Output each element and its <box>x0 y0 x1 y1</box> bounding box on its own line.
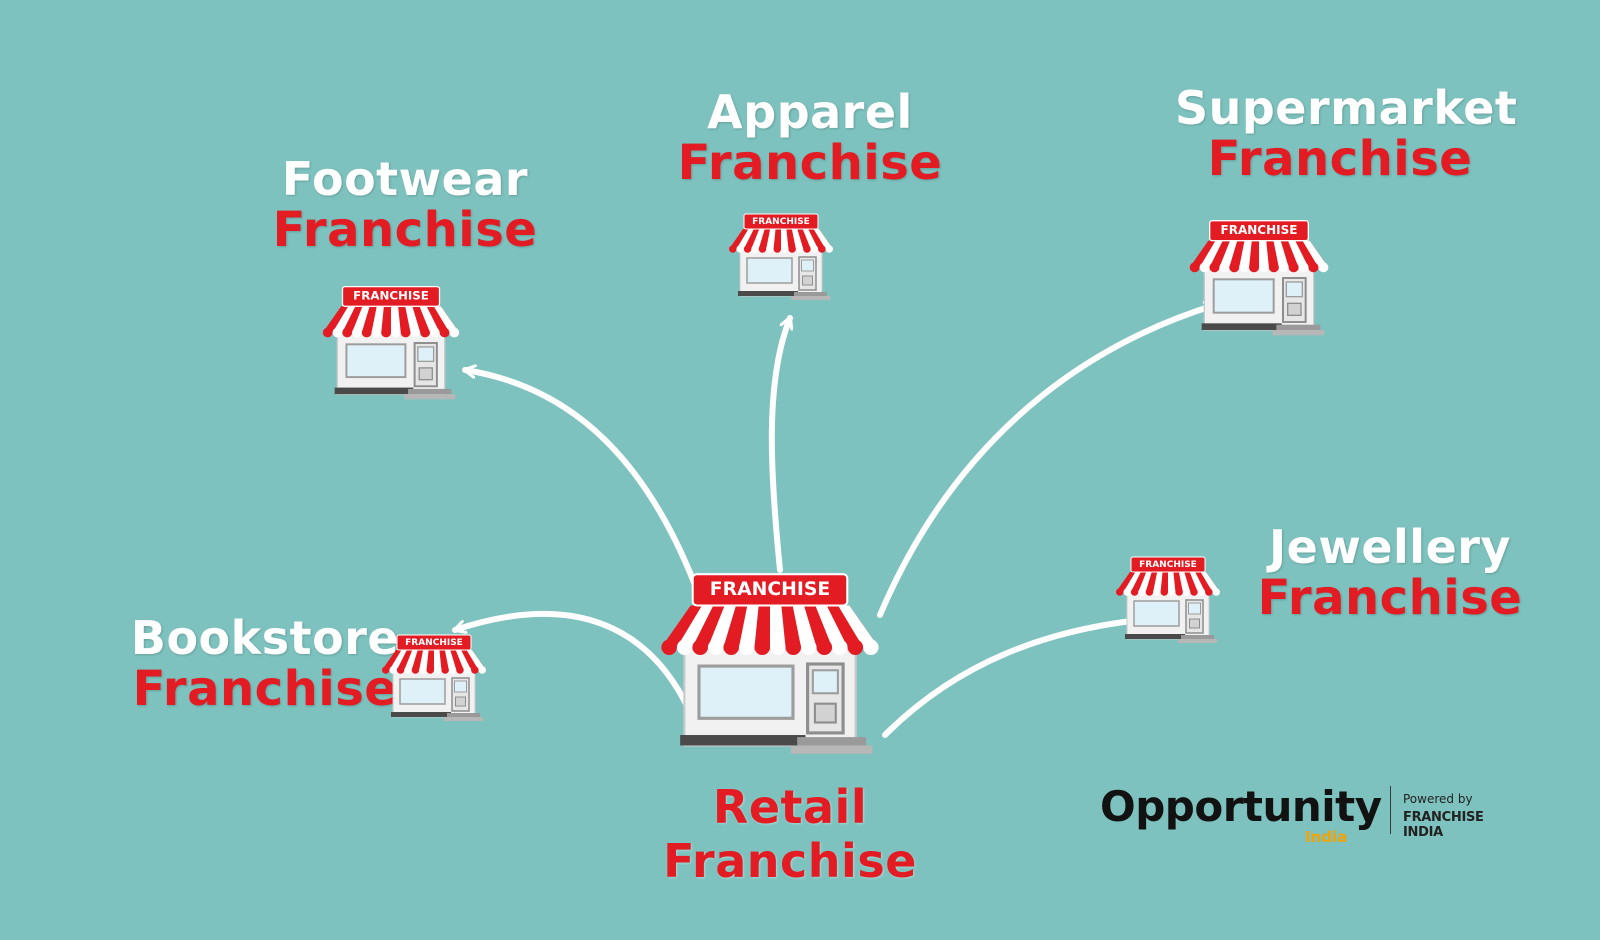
label-supermarket: Supermarket Franchise <box>1175 81 1518 187</box>
logo-divider <box>1390 786 1391 834</box>
sign-supermarket: FRANCHISE <box>1221 223 1298 237</box>
sign-apparel: FRANCHISE <box>752 217 810 227</box>
category-footwear: Footwear <box>281 152 529 206</box>
suffix-footwear: Franchise <box>272 201 538 258</box>
retail-franchise-title: Retail Franchise <box>663 780 917 888</box>
sign-jewellery: FRANCHISE <box>1139 560 1197 570</box>
sign-footwear: FRANCHISE <box>353 289 429 303</box>
opportunity-india-logo: Opportunity India Powered by FRANCHISE I… <box>1100 782 1520 852</box>
store-icon-apparel: FRANCHISE <box>729 213 833 300</box>
category-supermarket: Supermarket <box>1175 81 1518 135</box>
suffix-bookstore: Franchise <box>132 660 398 717</box>
label-jewellery: Jewellery Franchise <box>1255 520 1525 626</box>
category-jewellery: Jewellery <box>1269 520 1511 574</box>
store-icon-jewellery: FRANCHISE <box>1116 556 1220 643</box>
store-icon-bookstore: FRANCHISE <box>382 634 486 721</box>
arrow-to-jewellery <box>882 620 1143 738</box>
sign-retail: FRANCHISE <box>710 579 830 600</box>
store-icon-footwear: FRANCHISE <box>322 285 460 400</box>
category-apparel: Apparel <box>707 85 913 139</box>
logo-powered-by: Powered by <box>1403 792 1473 806</box>
suffix-apparel: Franchise <box>677 134 943 191</box>
label-footwear: Footwear Franchise <box>270 152 540 258</box>
sign-bookstore: FRANCHISE <box>405 638 463 648</box>
suffix-jewellery: Franchise <box>1257 569 1523 626</box>
arrow-to-apparel <box>768 315 790 573</box>
arrow-to-supermarket <box>877 305 1218 618</box>
category-bookstore: Bookstore <box>130 611 400 665</box>
suffix-supermarket: Franchise <box>1207 130 1473 187</box>
label-apparel: Apparel Franchise <box>675 85 945 191</box>
arrow-to-bookstore <box>452 611 693 715</box>
arrow-to-footwear <box>462 370 698 588</box>
logo-sub: India <box>1305 828 1348 846</box>
store-icon-supermarket: FRANCHISE <box>1189 220 1329 336</box>
label-bookstore: Bookstore Franchise <box>130 611 400 717</box>
store-icon-retail: FRANCHISE <box>661 573 879 754</box>
logo-name: Opportunity <box>1100 782 1382 831</box>
logo-brand: FRANCHISE INDIA <box>1403 810 1484 840</box>
